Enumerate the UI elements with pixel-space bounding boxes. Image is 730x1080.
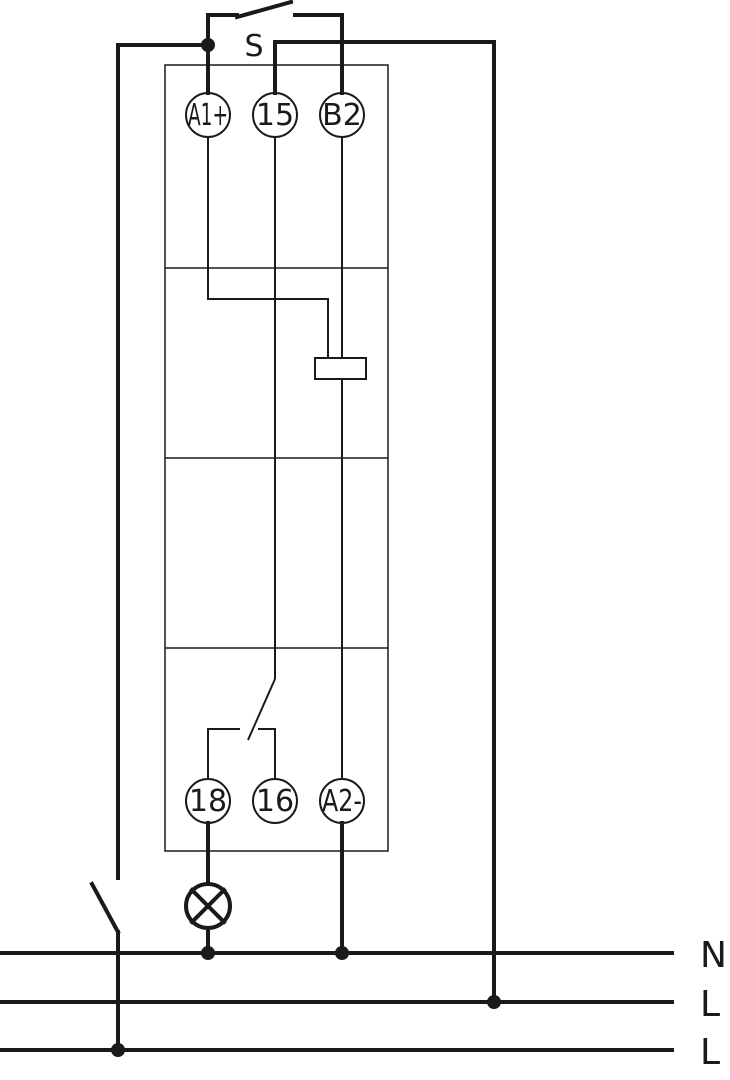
junction-dot — [201, 38, 215, 52]
terminal-15: 15 — [252, 92, 298, 138]
terminal-18: 18 — [185, 778, 231, 824]
contact-18-wire — [207, 728, 240, 779]
junction-dot — [487, 995, 501, 1009]
switch-feed-wire — [116, 43, 210, 880]
terminal-a1: A1+ — [185, 92, 231, 138]
relay-module — [164, 64, 389, 852]
contact-16-wire — [258, 728, 276, 779]
terminal-a1-label: A1+ — [188, 98, 228, 133]
junction-dot — [111, 1043, 125, 1057]
terminal-16-label: 16 — [256, 784, 294, 819]
terminal-15-label: 15 — [256, 98, 294, 133]
pushbutton-left-lead — [206, 13, 239, 47]
junction-dot — [335, 946, 349, 960]
a1-coil-wire — [207, 137, 329, 358]
terminal-16: 16 — [252, 778, 298, 824]
bus-line-1-label: L — [700, 984, 720, 1025]
relay-coil — [314, 357, 367, 380]
lamp-icon — [184, 882, 232, 930]
pushbutton-label: S — [244, 29, 263, 64]
bus-neutral-label: N — [700, 935, 727, 976]
internal-wiring — [207, 137, 367, 779]
terminal-a2-label: A2- — [322, 784, 362, 819]
pushbutton-right-lead — [293, 13, 344, 95]
bus-bars — [0, 951, 674, 1052]
contact-blade — [247, 678, 276, 741]
junction-dot — [201, 946, 215, 960]
terminal-a2: A2- — [319, 778, 365, 824]
terminal-b2-label: B2 — [322, 98, 362, 133]
terminal-18-label: 18 — [189, 784, 227, 819]
main-switch-blade — [89, 881, 121, 935]
pushbutton-blade — [234, 0, 294, 20]
terminal-b2: B2 — [319, 92, 365, 138]
junctions — [111, 38, 501, 1057]
external-wiring — [89, 0, 496, 1052]
bus-line-2-label: L — [700, 1032, 720, 1073]
t15-supply-wire — [273, 40, 496, 1004]
